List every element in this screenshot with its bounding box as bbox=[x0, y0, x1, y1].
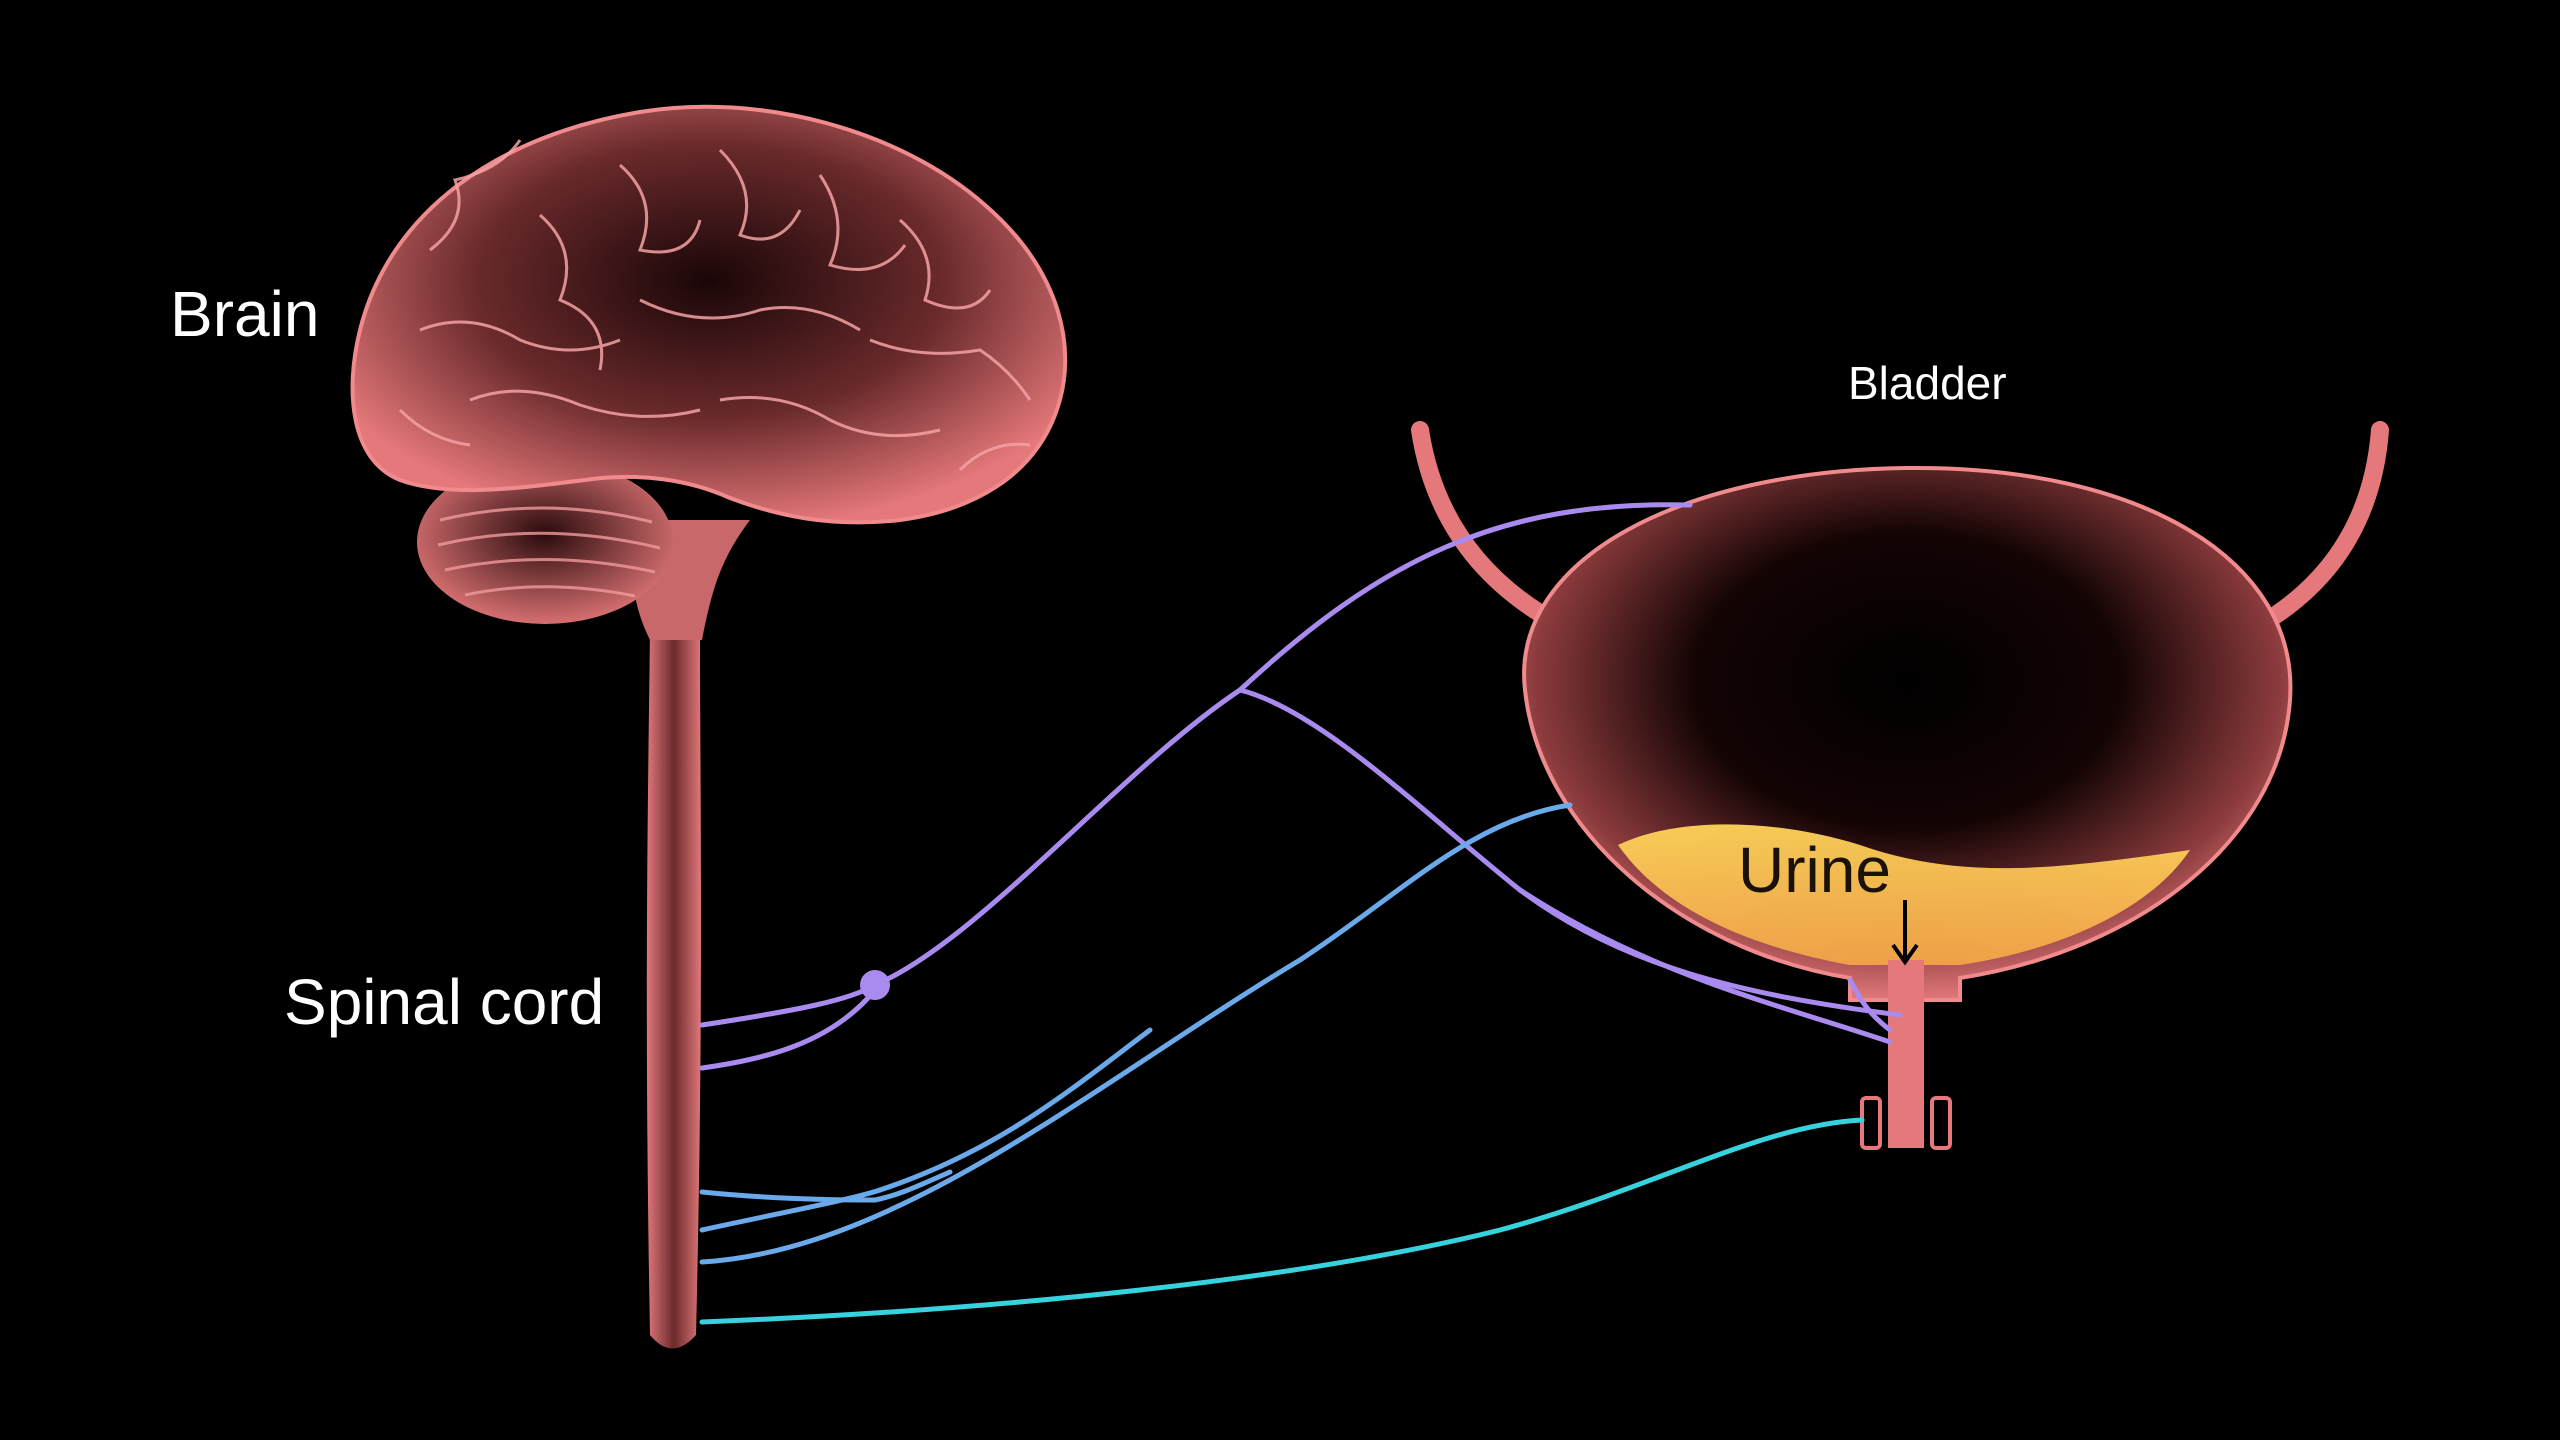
spinal-cord bbox=[646, 630, 701, 1349]
cerebellum bbox=[417, 460, 673, 624]
bladder-label: Bladder bbox=[1848, 357, 2007, 409]
right-ureter bbox=[2251, 421, 2389, 634]
spinal-cord-label: Spinal cord bbox=[284, 966, 605, 1038]
urine-fluid bbox=[1618, 824, 2190, 965]
sphincter bbox=[1860, 1096, 1952, 1150]
ganglion-node bbox=[860, 970, 890, 1000]
nerve-cyan bbox=[699, 1117, 1865, 1325]
urethra bbox=[1888, 960, 1924, 1148]
urine-arrow bbox=[1891, 900, 1919, 966]
brain bbox=[350, 104, 1068, 525]
left-ureter bbox=[1411, 421, 1569, 634]
brain-label: Brain bbox=[170, 278, 320, 350]
bladder bbox=[1522, 465, 2293, 1148]
urine-label: Urine bbox=[1738, 834, 1891, 906]
nerve-blue bbox=[699, 802, 1573, 1265]
nerve-purple bbox=[699, 502, 1903, 1071]
